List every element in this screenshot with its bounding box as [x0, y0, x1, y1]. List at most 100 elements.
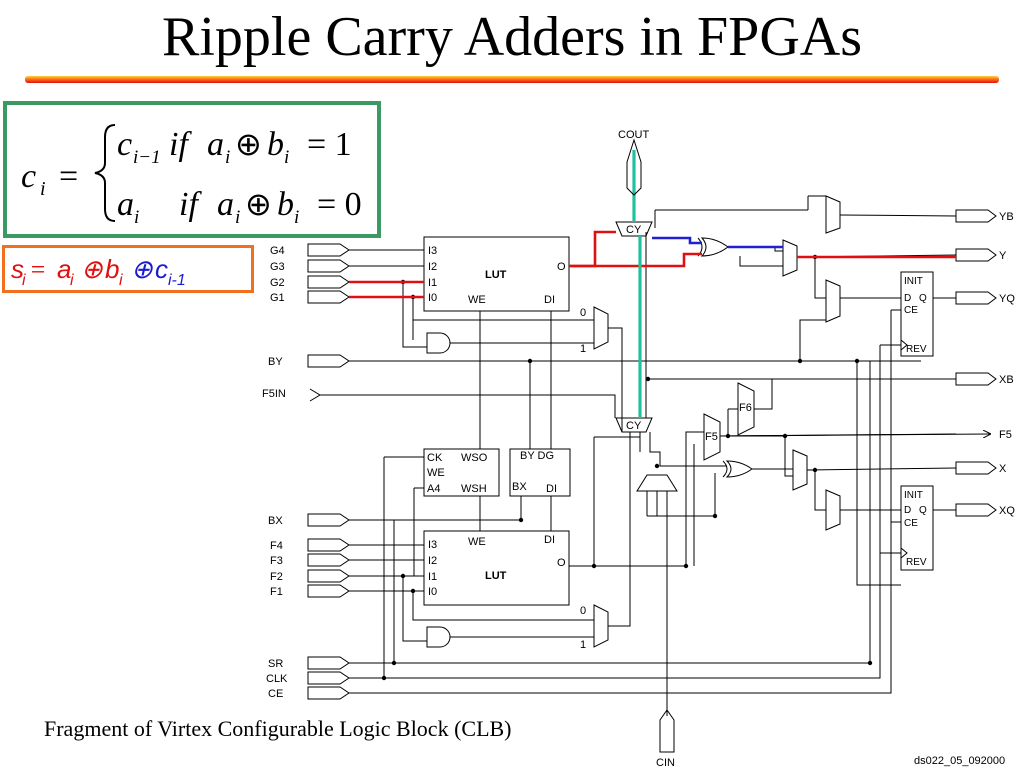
label-cin: CIN	[656, 757, 675, 768]
label-sr: SR	[268, 658, 283, 670]
output-pad-y	[955, 248, 997, 262]
wso-ck: CK	[427, 452, 443, 464]
label-bx: BX	[268, 515, 283, 527]
eq-case1-if: if	[169, 126, 192, 163]
bydg-di: DI	[546, 483, 557, 495]
lut-top-pin-i3: I3	[428, 245, 437, 257]
mux-x	[792, 449, 808, 491]
label-y: Y	[999, 250, 1007, 262]
label-f3: F3	[270, 555, 283, 567]
wiring	[320, 195, 990, 716]
eq-case2-a-sub: i	[235, 207, 240, 228]
carry-equation-box: c i = c i−1 if a i ⊕ b i = 1 a i if a i …	[3, 101, 381, 238]
lut-bottom-o: O	[557, 557, 566, 569]
input-pad-f3	[307, 553, 350, 567]
ff-top-d: D	[904, 293, 911, 304]
label-f5-out: F5	[999, 429, 1012, 441]
xor-gate-bottom	[722, 460, 753, 478]
ff-bottom-rev: REV	[906, 557, 927, 568]
sum-b: b	[105, 254, 119, 284]
label-cy-bottom: CY	[626, 420, 642, 432]
mux-y	[782, 239, 798, 277]
ff-top-rev: REV	[906, 344, 927, 355]
eq-case2-b: b	[277, 186, 294, 223]
eq-case2-b-sub: i	[294, 207, 299, 228]
output-pad-x	[955, 461, 997, 475]
output-pad-xq	[955, 503, 997, 517]
lut-top-pin-i2: I2	[428, 261, 437, 273]
eq-case1-a: a	[207, 126, 224, 163]
f5in-chevron	[309, 388, 321, 402]
ff-bottom-q: Q	[919, 505, 927, 516]
wso-wso: WSO	[461, 452, 488, 464]
mux-yq-in	[825, 279, 841, 323]
eq-brace	[94, 124, 116, 222]
eq-case1-sub: i−1	[133, 147, 161, 168]
cin-pad	[659, 709, 675, 753]
lut-bottom-pin-i1: I1	[428, 571, 437, 583]
input-pad-g4	[307, 243, 350, 257]
label-x: X	[999, 463, 1007, 475]
highlight-teal-paths	[632, 150, 642, 418]
sum-s-sub: i	[22, 272, 26, 289]
lut-top-block	[423, 236, 570, 312]
label-f1: F1	[270, 586, 283, 598]
sum-a-sub: i	[70, 272, 74, 289]
ff-bottom-ce: CE	[904, 518, 918, 529]
label-g4: G4	[270, 245, 285, 257]
input-pad-ce	[307, 686, 350, 700]
lut-bottom-name: LUT	[485, 570, 507, 582]
sum-a: a	[57, 254, 71, 284]
label-g1: G1	[270, 292, 285, 304]
bydg-block	[509, 448, 571, 497]
sum-b-sub: i	[119, 272, 123, 289]
eq-case2-term: a	[117, 186, 134, 223]
eq-case2-sub: i	[134, 207, 139, 228]
output-pad-yb	[955, 209, 997, 223]
lut-bottom-pin-i0: I0	[428, 586, 437, 598]
input-pad-f4	[307, 538, 350, 552]
lut-top-pin-i1: I1	[428, 277, 437, 289]
label-by: BY	[268, 356, 283, 368]
wso-a4: A4	[427, 483, 440, 495]
sum-c-sub: i-1	[168, 272, 186, 289]
input-pad-f1	[307, 584, 350, 598]
lut-top-we: WE	[468, 294, 486, 306]
input-pad-bx	[307, 513, 350, 527]
eq-case1-val: = 1	[307, 126, 352, 163]
eq-case1-term: c	[117, 126, 132, 163]
lut-top-di: DI	[544, 294, 555, 306]
sum-s: s	[11, 254, 24, 284]
input-pad-f2	[307, 569, 350, 583]
junction-dots	[381, 254, 873, 681]
label-f4: F4	[270, 540, 283, 552]
label-f5-mux: F5	[705, 431, 718, 443]
figure-caption: Fragment of Virtex Configurable Logic Bl…	[44, 716, 512, 741]
input-pad-sr	[307, 656, 350, 670]
eq-case2-if: if	[179, 186, 202, 223]
input-pad-clk	[307, 671, 350, 685]
title-rule	[25, 76, 999, 83]
label-g3: G3	[270, 261, 285, 273]
sum-xor1: ⊕	[81, 254, 103, 284]
eq-lhs: c	[21, 158, 36, 195]
label-cout: COUT	[618, 129, 649, 141]
eq-case2-a: a	[217, 186, 234, 223]
lut-bottom-pin-i3: I3	[428, 539, 437, 551]
eq-case1-b-sub: i	[284, 147, 289, 168]
mux-xq-in	[825, 489, 841, 531]
label-cy-top: CY	[626, 224, 642, 236]
mux-yb	[825, 195, 841, 234]
mux-bottom-01	[593, 604, 609, 648]
lut-bottom-pin-i2: I2	[428, 555, 437, 567]
label-clk: CLK	[266, 673, 288, 685]
input-pad-g1	[307, 290, 350, 304]
and-gate-top	[426, 332, 451, 354]
eq-case2-val: = 0	[317, 186, 362, 223]
doc-id: ds022_05_092000	[914, 755, 1006, 767]
lut-bottom-block	[423, 530, 570, 606]
wso-block	[423, 448, 500, 497]
ff-top-clock	[900, 339, 908, 351]
ff-top-q: Q	[919, 293, 927, 304]
